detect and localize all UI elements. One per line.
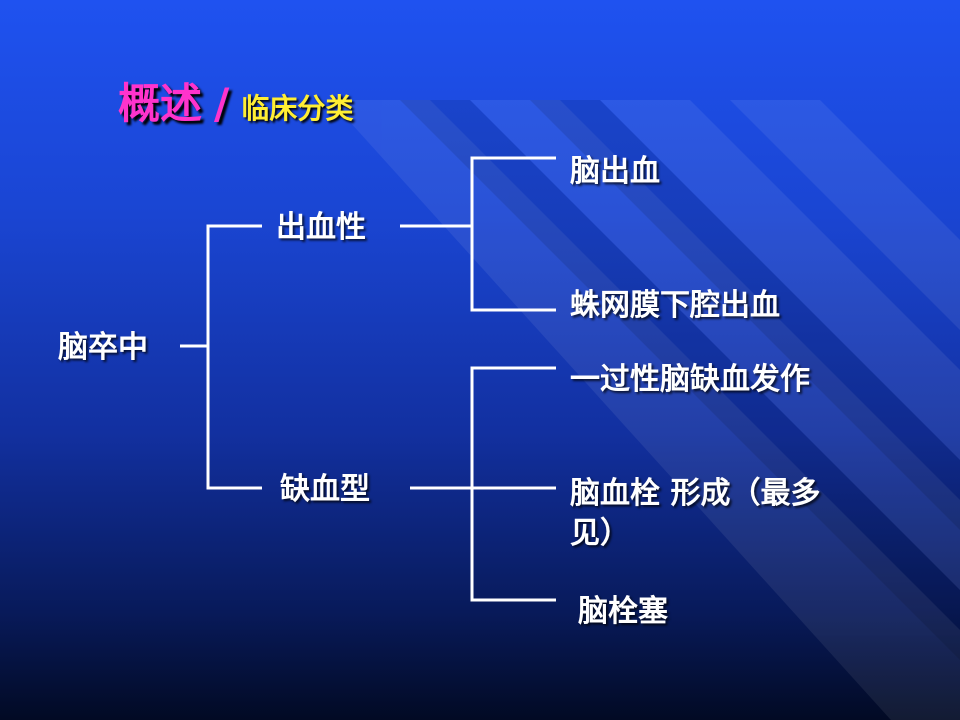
slide-title: 概述/ 临床分类 bbox=[118, 70, 353, 131]
bracket-main bbox=[206, 224, 262, 490]
node-root: 脑卒中 bbox=[58, 330, 148, 365]
node-cerebral-hemorrhage: 脑出血 bbox=[570, 154, 660, 189]
node-subarachnoid-hemorrhage: 蛛网膜下腔出血 bbox=[570, 288, 780, 323]
bracket-hemorrhagic bbox=[470, 156, 556, 312]
node-cerebral-thrombosis: 脑血栓 形成（最多见） bbox=[570, 476, 821, 551]
title-main: 概述 bbox=[118, 79, 203, 128]
node-hemorrhagic: 出血性 bbox=[276, 210, 366, 245]
node-cerebral-embolism: 脑栓塞 bbox=[578, 594, 668, 629]
title-slash: / bbox=[214, 79, 230, 128]
bracket-ischemic bbox=[470, 366, 556, 602]
node-ischemic: 缺血型 bbox=[280, 472, 370, 507]
node-transient-ischemic-attack: 一过性脑缺血发作 bbox=[570, 362, 810, 397]
title-subtitle: 临床分类 bbox=[241, 92, 354, 125]
